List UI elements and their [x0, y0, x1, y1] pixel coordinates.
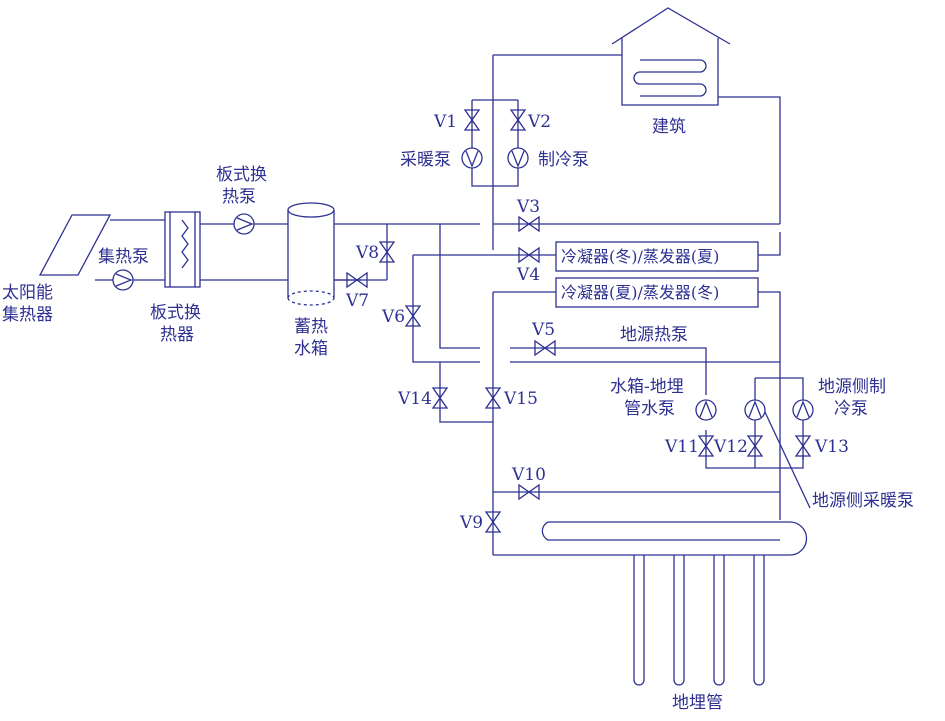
valve-v2-label: V2 — [527, 112, 551, 132]
ground-heat-pump-label: 地源热泵 — [620, 325, 688, 345]
valve-v6-label: V6 — [381, 307, 405, 327]
collector-pump-label: 集热泵 — [98, 247, 149, 267]
valve-v3-label: V3 — [516, 197, 540, 217]
heat-exchanger-lower — [555, 277, 759, 308]
plate-hx-label-1: 板式换 — [150, 303, 201, 323]
valve-v4-label: V4 — [516, 265, 540, 285]
tank-label-2: 水箱 — [294, 339, 328, 359]
valve-v10-label: V10 — [511, 465, 546, 485]
ground-cooling-pump — [792, 399, 814, 421]
heating-pump — [461, 147, 483, 169]
ground-pipe-label: 地埋管 — [672, 693, 723, 713]
valve-v11-label: V11 — [664, 437, 699, 457]
valve-v5-label: V5 — [531, 320, 555, 340]
ground-cooling-pump-label-2: 冷泵 — [834, 399, 868, 419]
valve-v14-label: V14 — [397, 389, 432, 409]
hx-lower-label: 冷凝器(夏)/蒸发器(冬) — [561, 283, 719, 302]
collector-pump — [112, 269, 134, 291]
building — [611, 7, 731, 106]
cooling-pump-label: 制冷泵 — [538, 150, 589, 170]
solar-collector — [38, 214, 112, 276]
hx-pump-label-1: 板式换 — [216, 165, 267, 185]
pipes — [95, 54, 811, 556]
plate-hx-label-2: 热器 — [160, 325, 194, 345]
storage-tank — [287, 202, 335, 306]
valve-v7-label: V7 — [345, 291, 369, 311]
hx-pump — [233, 213, 255, 235]
ground-heating-pump-label: 地源侧采暖泵 — [812, 491, 914, 511]
valve-v15-label: V15 — [503, 389, 538, 409]
solar-collector-label-1: 太阳能 — [2, 283, 53, 303]
valve-v9-label: V9 — [459, 513, 483, 533]
hx-upper-label: 冷凝器(冬)/蒸发器(夏) — [561, 247, 719, 266]
valve-v13-label: V13 — [814, 437, 849, 457]
plate-heat-exchanger — [164, 211, 201, 288]
tank-ground-pump-label-2: 管水泵 — [624, 399, 675, 419]
hx-pump-label-2: 热泵 — [222, 187, 256, 207]
ground-heating-pump — [744, 399, 766, 421]
cooling-pump — [507, 147, 529, 169]
heat-exchanger-upper — [555, 241, 759, 272]
ground-cooling-pump-label-1: 地源侧制 — [818, 377, 886, 397]
valve-v12-label: V12 — [713, 437, 748, 457]
ground-pipes — [633, 555, 765, 686]
valve-v1-label: V1 — [433, 112, 457, 132]
solar-collector-label-2: 集热器 — [2, 305, 53, 325]
tank-ground-pump-label-1: 水箱-地埋 — [610, 377, 684, 397]
valve-v8-label: V8 — [355, 243, 379, 263]
tank-ground-pump — [695, 399, 717, 421]
building-label: 建筑 — [652, 117, 686, 137]
tank-label-1: 蓄热 — [294, 317, 328, 337]
heating-pump-label: 采暖泵 — [400, 150, 451, 170]
